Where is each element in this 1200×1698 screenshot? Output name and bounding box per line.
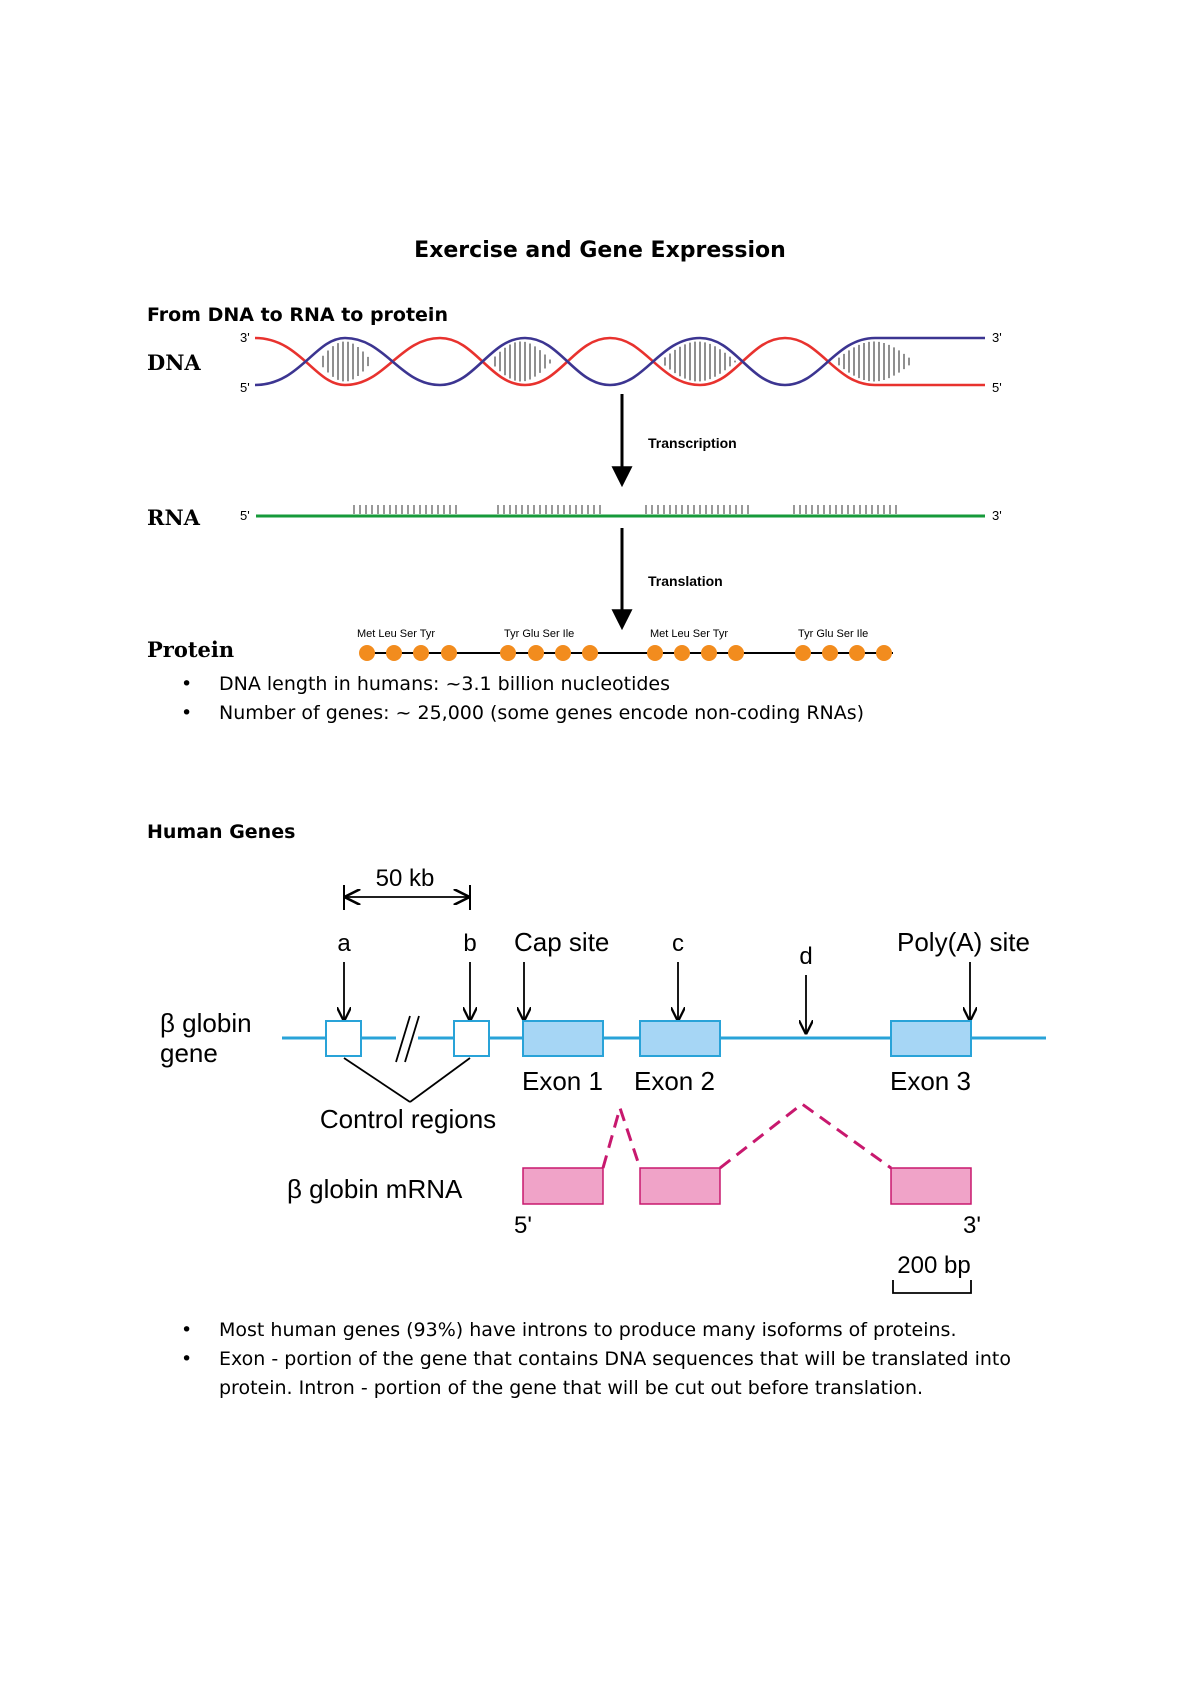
amino-acid xyxy=(359,645,375,661)
control-bracket-left xyxy=(343,1057,411,1103)
rna-bases xyxy=(353,505,897,514)
list-item: •Most human genes (93%) have introns to … xyxy=(181,1319,957,1341)
amino-acid-labels-1: Met Leu Ser Tyr xyxy=(357,628,435,640)
translation-label: Translation xyxy=(648,573,723,589)
dna-facts-list: •DNA length in humans: ~3.1 billion nucl… xyxy=(181,670,864,728)
gene-facts-list: •Most human genes (93%) have introns to … xyxy=(181,1316,1079,1403)
scale-50kb-label: 50 kb xyxy=(376,865,435,892)
section-heading-genes: Human Genes xyxy=(147,821,296,843)
rna-right-end: 3' xyxy=(992,508,1002,523)
list-item: •DNA length in humans: ~3.1 billion nucl… xyxy=(181,673,671,695)
beta-globin-figure: 50 kb a b Cap site c d Poly(A) site β gl… xyxy=(160,865,1046,1294)
gene-label-line2: gene xyxy=(160,1038,218,1068)
dna-bottom-right-end: 5' xyxy=(992,380,1002,395)
gene-label-line1: β globin xyxy=(160,1008,252,1038)
amino-acid xyxy=(795,645,811,661)
dna-strand-red xyxy=(254,336,985,387)
scale-200bp-label: 200 bp xyxy=(897,1252,970,1279)
mrna-exon-1 xyxy=(522,1167,604,1205)
mrna-3-prime: 3' xyxy=(963,1212,981,1239)
break-gap xyxy=(396,1018,418,1060)
amino-acid-chain xyxy=(359,645,892,661)
exon-1-label: Exon 1 xyxy=(522,1066,603,1096)
site-label-a: a xyxy=(337,930,351,957)
amino-acid xyxy=(528,645,544,661)
amino-acid-labels-2: Tyr Glu Ser Ile xyxy=(504,628,574,640)
rna-label: RNA xyxy=(147,505,201,530)
amino-acid xyxy=(701,645,717,661)
cap-site-label: Cap site xyxy=(514,927,609,957)
exon-2-box xyxy=(639,1020,721,1057)
amino-acid xyxy=(849,645,865,661)
dna-top-right-end: 3' xyxy=(992,330,1002,345)
control-regions-label: Control regions xyxy=(320,1104,496,1134)
amino-acid xyxy=(728,645,744,661)
exon-3-box xyxy=(890,1020,972,1057)
break-mark-1 xyxy=(395,1015,411,1063)
control-region-a xyxy=(325,1020,362,1057)
site-label-d: d xyxy=(799,943,812,970)
dna-strand-blue xyxy=(254,336,985,387)
amino-acid xyxy=(647,645,663,661)
rna-left-end: 5' xyxy=(240,508,250,523)
break-mark-2 xyxy=(404,1015,420,1063)
list-item: •Exon - portion of the gene that contain… xyxy=(181,1348,1011,1399)
site-label-c: c xyxy=(672,930,684,957)
amino-acid xyxy=(500,645,516,661)
polya-site-label: Poly(A) site xyxy=(897,927,1030,957)
amino-acid xyxy=(441,645,457,661)
mrna-exon-2 xyxy=(639,1167,721,1205)
amino-acid xyxy=(582,645,598,661)
intron-2-splice xyxy=(719,1102,892,1170)
amino-acid-labels-4: Tyr Glu Ser Ile xyxy=(798,628,868,640)
site-label-b: b xyxy=(463,930,476,957)
dna-base-pairs xyxy=(322,341,910,382)
amino-acid xyxy=(413,645,429,661)
amino-acid xyxy=(822,645,838,661)
central-dogma-figure: DNA RNA Protein 3' 5' 3' 5' Transcriptio… xyxy=(147,330,1002,662)
control-bracket-right xyxy=(409,1057,471,1103)
dna-label: DNA xyxy=(147,350,201,375)
mrna-5-prime: 5' xyxy=(514,1212,532,1239)
dna-top-left-end: 3' xyxy=(240,330,250,345)
page-title: Exercise and Gene Expression xyxy=(414,238,786,263)
dna-bottom-left-end: 5' xyxy=(240,380,250,395)
intron-1-splice xyxy=(601,1102,642,1169)
protein-label: Protein xyxy=(147,637,234,662)
amino-acid-labels-3: Met Leu Ser Tyr xyxy=(650,628,728,640)
mrna-exon-3 xyxy=(890,1167,972,1205)
section-heading-dna: From DNA to RNA to protein xyxy=(147,304,448,326)
list-item: •Number of genes: ~ 25,000 (some genes e… xyxy=(181,702,865,724)
exon-1-box xyxy=(522,1020,604,1057)
control-region-b xyxy=(453,1020,490,1057)
amino-acid xyxy=(555,645,571,661)
amino-acid xyxy=(674,645,690,661)
scale-200bp-bar xyxy=(892,1280,972,1294)
amino-acid xyxy=(876,645,892,661)
exon-3-label: Exon 3 xyxy=(890,1066,971,1096)
mrna-label: β globin mRNA xyxy=(287,1174,463,1204)
transcription-label: Transcription xyxy=(648,435,737,451)
exon-2-label: Exon 2 xyxy=(634,1066,715,1096)
amino-acid xyxy=(386,645,402,661)
